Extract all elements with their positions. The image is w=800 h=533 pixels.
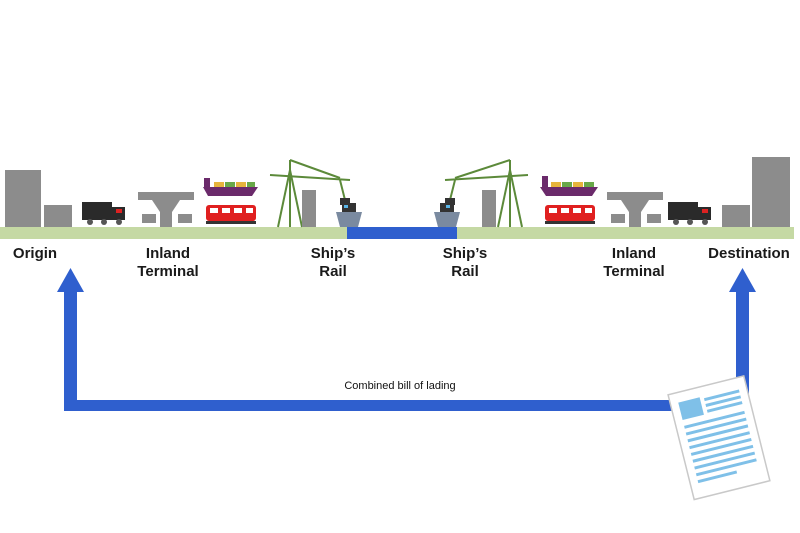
bill-of-lading-caption: Combined bill of lading: [344, 380, 456, 392]
ships-rail-right-line2: Rail: [451, 263, 479, 280]
barge-icon: [540, 176, 598, 196]
train-icon: [545, 205, 595, 224]
inland-terminal-left-line2: Terminal: [137, 263, 199, 280]
inland-terminal-left-line1: Inland: [145, 245, 191, 262]
ship-icon: [434, 203, 460, 227]
origin-label: Origin: [5, 245, 65, 263]
terminal-icon: [607, 192, 663, 227]
crane-icon: [444, 159, 529, 228]
ships-rail-left-line2: Rail: [319, 263, 347, 280]
inland-terminal-right-line2: Terminal: [603, 263, 665, 280]
ship-icon: [336, 203, 362, 227]
warehouse-icon: [5, 170, 72, 227]
sea-band: [347, 227, 457, 239]
ships-rail-left-line1: Ship’s: [310, 245, 356, 262]
document-icon: [667, 375, 771, 501]
ground-line-left: [0, 227, 347, 239]
barge-icon: [203, 178, 258, 196]
inland-terminal-right-label: Inland Terminal: [594, 245, 674, 281]
terminal-icon: [138, 192, 194, 227]
inland-terminal-left-label: Inland Terminal: [128, 245, 208, 281]
train-icon: [206, 205, 256, 224]
truck-icon: [82, 202, 125, 225]
truck-icon: [668, 202, 711, 225]
destination-label: Destination: [700, 245, 798, 263]
warehouse-icon: [722, 157, 790, 227]
ships-rail-left-label: Ship’s Rail: [298, 245, 368, 281]
ground-line-right: [457, 227, 794, 239]
inland-terminal-right-line1: Inland: [611, 245, 657, 262]
origin-label-text: Origin: [12, 245, 58, 262]
destination-label-text: Destination: [708, 245, 790, 262]
ships-rail-right-line1: Ship’s: [442, 245, 488, 262]
ships-rail-right-label: Ship’s Rail: [430, 245, 500, 281]
crane-icon: [269, 159, 351, 228]
